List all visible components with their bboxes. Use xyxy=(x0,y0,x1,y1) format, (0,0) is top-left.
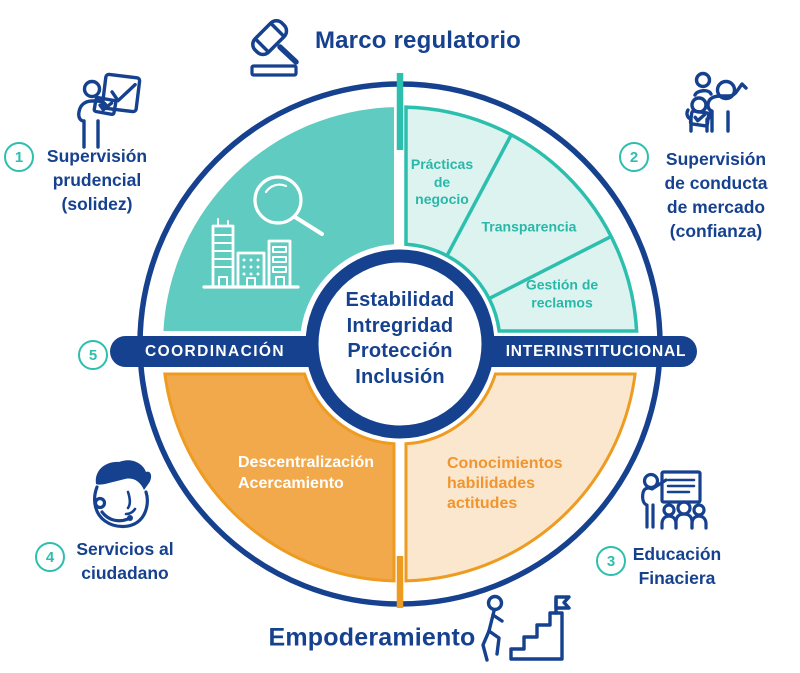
band-label-interinstitucional: INTERINSTITUCIONAL xyxy=(505,343,687,360)
quadrant-line: habilidades xyxy=(447,475,536,492)
callout-supervision-conducta: Supervisión de conducta de mercado (conf… xyxy=(664,147,767,243)
quadrant-line: Acercamiento xyxy=(238,475,344,492)
quadrant-top-right xyxy=(404,105,639,333)
quadrant-bottom-left xyxy=(163,372,396,583)
badge-number: 4 xyxy=(45,548,55,566)
number-badge-4: 4 xyxy=(35,542,65,572)
teacher-board-icon xyxy=(641,470,708,530)
quadrant-line: Descentralización xyxy=(238,454,375,471)
callout-servicios-ciudadano: Servicios al ciudadano xyxy=(76,537,173,585)
quadrant-bottom-right xyxy=(404,372,637,583)
quadrant-top-left xyxy=(163,107,394,331)
quadrant-label-descentralizacion: Descentralización Acercamiento xyxy=(238,452,374,494)
segment-line: negocio xyxy=(415,190,469,207)
number-badge-1: 1 xyxy=(4,142,34,172)
segment-line: de xyxy=(433,173,451,190)
band-label-coordinacion: COORDINACIÓN xyxy=(145,343,285,360)
badge-number: 3 xyxy=(606,552,616,570)
center-line: Intregridad xyxy=(346,314,454,337)
callout-line: Servicios al xyxy=(76,539,174,559)
callout-line: (solidez) xyxy=(61,194,133,214)
callout-line: (confianza) xyxy=(669,221,763,241)
center-circle-text: Estabilidad Intregridad Protección Inclu… xyxy=(346,288,455,390)
callout-line: Supervisión xyxy=(665,149,767,169)
quadrant-line: Conocimientos xyxy=(447,455,563,472)
callout-educacion-financiera: Educación Finaciera xyxy=(633,542,722,590)
quadrant-label-conocimientos: Conocimientos habilidades actitudes xyxy=(447,454,563,514)
segment-line: Prácticas xyxy=(410,155,474,172)
segment-divider-2 xyxy=(488,234,612,301)
callout-line: ciudadano xyxy=(81,563,169,583)
callout-line: Supervisión xyxy=(46,146,148,166)
buildings-magnifier-icon xyxy=(202,175,324,289)
number-badge-5: 5 xyxy=(78,340,108,370)
center-circle xyxy=(305,249,495,439)
segment-line: reclamos xyxy=(531,294,593,310)
segment-divider-1 xyxy=(445,133,513,257)
segment-practicas-negocio: Prácticas de negocio xyxy=(411,156,473,209)
segment-line: Gestión de xyxy=(525,276,599,293)
badge-number: 2 xyxy=(629,148,639,166)
center-line: Protección xyxy=(347,340,453,362)
callout-supervision-prudencial: Supervisión prudencial (solidez) xyxy=(47,144,147,216)
callout-line: de conducta xyxy=(664,173,768,193)
center-line: Inclusión xyxy=(355,365,445,388)
title-empoderamiento: Empoderamiento xyxy=(268,623,476,652)
callout-line: prudencial xyxy=(52,170,142,190)
group-raising-hand-icon xyxy=(685,71,748,133)
segment-transparencia: Transparencia xyxy=(481,218,577,235)
callout-line: de mercado xyxy=(666,197,766,217)
quadrant-line: actitudes xyxy=(447,495,518,512)
headset-agent-icon xyxy=(93,460,152,529)
callout-line: Finaciera xyxy=(638,568,716,588)
badge-number: 5 xyxy=(88,346,98,364)
person-checklist-icon xyxy=(77,72,142,149)
callout-line: Educación xyxy=(632,544,722,564)
stairs-flag-icon xyxy=(481,594,571,662)
center-line: Estabilidad xyxy=(345,289,455,311)
title-marco-regulatorio: Marco regulatorio xyxy=(314,27,522,54)
badge-number: 1 xyxy=(14,148,24,166)
number-badge-2: 2 xyxy=(619,142,649,172)
segment-gestion-reclamos: Gestión de reclamos xyxy=(526,277,598,312)
gavel-icon xyxy=(250,19,299,77)
number-badge-3: 3 xyxy=(596,546,626,576)
